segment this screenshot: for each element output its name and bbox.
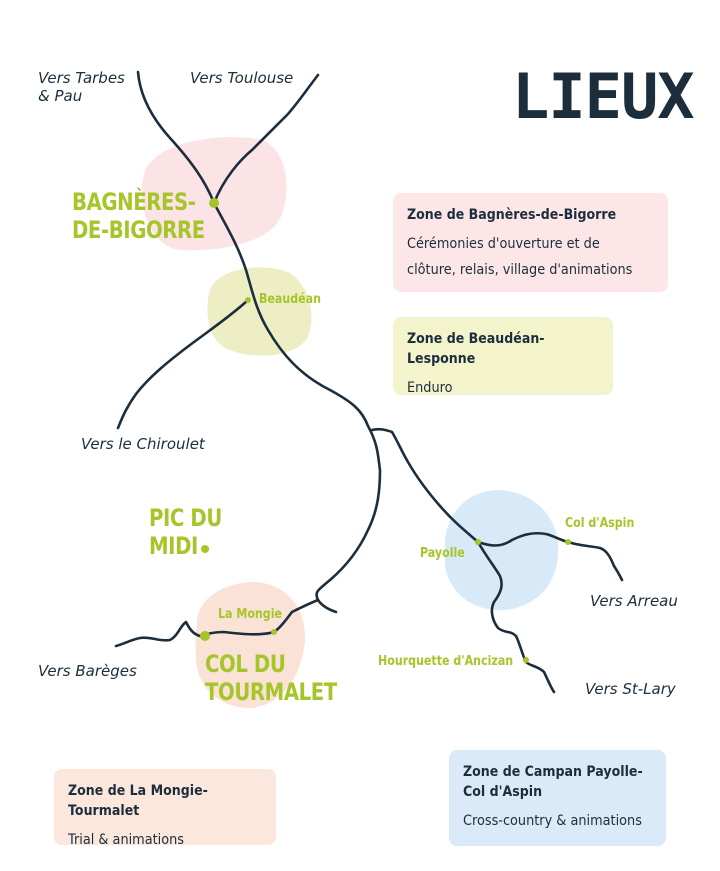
label-bagneres-line1: BAGNÈRES- (72, 188, 196, 216)
zone-card-title: Zone de Campan Payolle-Col d'Aspin (463, 764, 643, 800)
label-la-mongie: La Mongie (218, 607, 283, 622)
bagneres-dot (209, 198, 219, 208)
zone-card-title: Zone de Bagnères-de-Bigorre (407, 207, 617, 223)
page-title: LIEUX (512, 60, 695, 133)
zone-bagneres-blob (141, 137, 287, 251)
label-bagneres-line2: DE-BIGORRE (72, 216, 205, 244)
hourquette-dot (523, 657, 529, 663)
zone-card-title: Zone de La Mongie-Tourmalet (68, 783, 208, 819)
direction-tarbes: Vers Tarbes & Pau (38, 69, 125, 105)
road-to-hourquette (476, 540, 556, 694)
label-tourmalet: COL DU TOURMALET (205, 650, 337, 706)
la-mongie-dot (271, 629, 277, 635)
label-beaudean: Beaudéan (259, 292, 321, 307)
direction-toulouse: Vers Toulouse (190, 69, 294, 87)
col-aspin-dot (565, 539, 571, 545)
direction-bareges: Vers Barèges (38, 662, 137, 680)
zone-card-mongie: Zone de La Mongie-Tourmalet Trial & anim… (54, 769, 276, 848)
zone-payolle-blob (445, 490, 559, 611)
payolle-dot (475, 539, 481, 545)
road-to-payolle (370, 427, 480, 544)
zone-mongie-blob (195, 582, 306, 708)
label-bagneres: BAGNÈRES- DE-BIGORRE (72, 188, 205, 244)
road-main-south (212, 201, 382, 614)
beaudean-dot (245, 297, 251, 303)
road-to-bareges (114, 620, 202, 648)
direction-chiroulet: Vers le Chiroulet (81, 435, 205, 453)
road-to-chiroulet (116, 298, 250, 430)
zone-card-body: Cérémonies d'ouverture et de clôture, re… (407, 236, 633, 278)
label-hourquette: Hourquette d'Ancizan (378, 654, 514, 669)
zone-card-body: Cross-country & animations (463, 813, 642, 829)
zone-card-beaudean: Zone de Beaudéan-Lesponne Enduro (393, 317, 613, 396)
direction-arreau: Vers Arreau (590, 592, 678, 610)
label-tourmalet-line2: TOURMALET (205, 678, 337, 706)
label-tourmalet-line1: COL DU (205, 650, 286, 678)
label-pic-line2: MIDI (149, 532, 198, 560)
zone-card-title: Zone de Beaudéan-Lesponne (407, 331, 545, 367)
road-to-tarbes (136, 70, 216, 205)
zone-card-bagneres: Zone de Bagnères-de-Bigorre Cérémonies d… (393, 193, 668, 292)
zone-card-payolle: Zone de Campan Payolle-Col d'Aspin Cross… (449, 750, 666, 846)
zone-card-body: Trial & animations (68, 832, 185, 848)
road-to-toulouse (212, 73, 320, 205)
label-pic-line1: PIC DU (149, 504, 222, 532)
label-pic-du-midi: PIC DU MIDI (149, 504, 222, 560)
direction-stlary: Vers St-Lary (585, 680, 676, 698)
pic-du-midi-dot (201, 545, 209, 553)
label-col-aspin: Col d'Aspin (565, 516, 635, 531)
tourmalet-dot (200, 631, 210, 641)
label-payolle: Payolle (420, 546, 465, 561)
zone-card-body: Enduro (407, 380, 453, 396)
